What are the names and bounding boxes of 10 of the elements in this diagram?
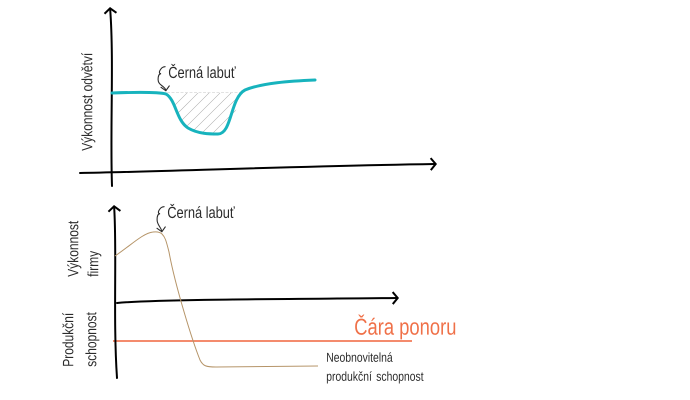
callout-text: Černá labuť <box>168 204 235 218</box>
performance-curve <box>114 231 318 368</box>
line-label: Čára ponoru <box>355 314 456 340</box>
curved-arrow <box>158 66 170 92</box>
performance-curve <box>110 78 316 136</box>
axis-label: Výkonnost odvětví <box>81 52 96 151</box>
callout-text: Černá labuť <box>168 64 236 78</box>
curved-arrow <box>156 206 166 232</box>
axis-label: Produkční schopnost <box>62 312 100 366</box>
curve-label: Neobnovitelná produkční schopnost <box>326 352 424 384</box>
